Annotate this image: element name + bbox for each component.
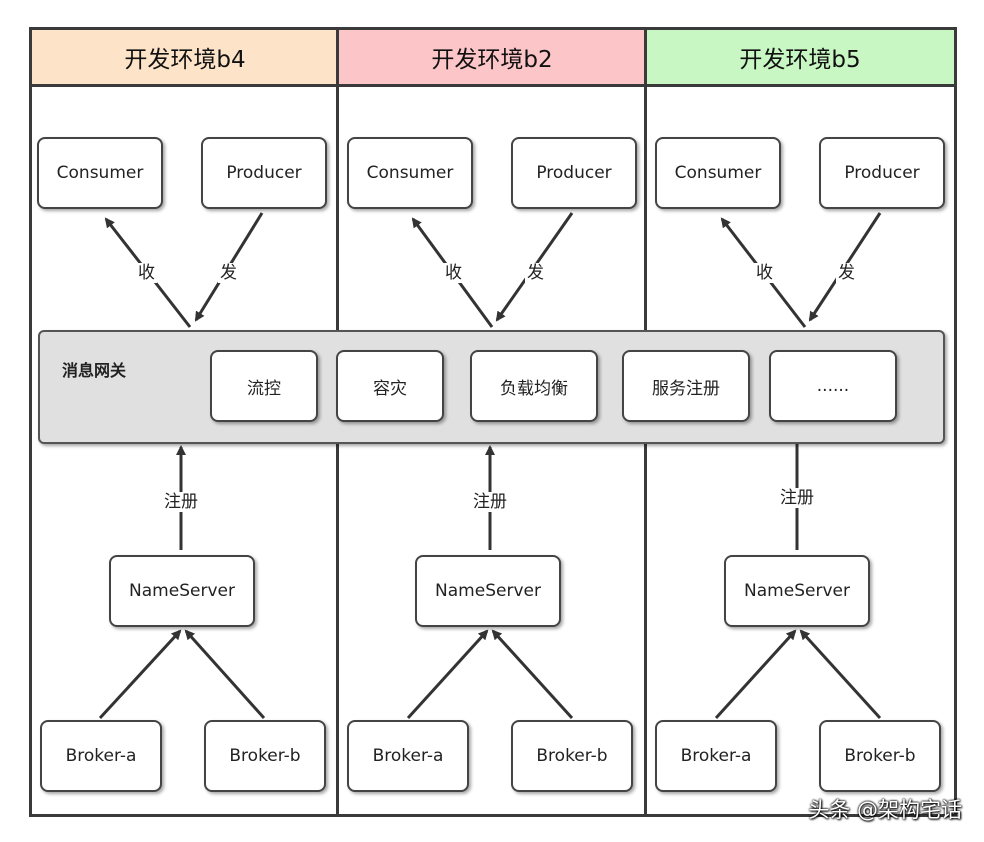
label-receive-b2: 收 xyxy=(443,263,464,283)
arrow-broker-b-b5 xyxy=(799,629,882,720)
feature-more: ...... xyxy=(769,350,897,422)
arrow-broker-b-b2 xyxy=(491,629,574,720)
gateway-title: 消息网关 xyxy=(62,361,127,380)
label-receive-b5: 收 xyxy=(754,263,775,283)
broker-b-node-b5: Broker-b xyxy=(819,720,941,792)
consumer-node-b2: Consumer xyxy=(347,137,473,209)
broker-b-node-b2: Broker-b xyxy=(511,720,633,792)
env-header-b2: 开发环境b2 xyxy=(338,30,646,87)
label-send-b4: 发 xyxy=(218,263,239,283)
arrow-broker-a-b5 xyxy=(714,629,797,720)
arrow-broker-b-b4 xyxy=(184,629,266,720)
consumer-node-b4: Consumer xyxy=(37,137,163,209)
label-send-b2: 发 xyxy=(525,263,546,283)
nameserver-node-b2: NameServer xyxy=(415,555,561,627)
feature-service-registry: 服务注册 xyxy=(622,350,750,422)
consumer-node-b5: Consumer xyxy=(655,137,781,209)
broker-b-node-b4: Broker-b xyxy=(204,720,326,792)
broker-a-node-b5: Broker-a xyxy=(655,720,777,792)
label-register-b2: 注册 xyxy=(471,492,509,512)
nameserver-node-b5: NameServer xyxy=(724,555,870,627)
feature-disaster-recovery: 容灾 xyxy=(336,350,444,422)
label-receive-b4: 收 xyxy=(136,263,157,283)
feature-load-balancing: 负载均衡 xyxy=(470,350,598,422)
arrow-broker-a-b4 xyxy=(98,629,182,720)
broker-a-node-b2: Broker-a xyxy=(347,720,469,792)
feature-flow-control: 流控 xyxy=(210,350,318,422)
diagram-frame xyxy=(29,27,957,817)
producer-node-b5: Producer xyxy=(819,137,945,209)
env-header-b4: 开发环境b4 xyxy=(32,30,338,87)
producer-node-b2: Producer xyxy=(511,137,637,209)
arrow-broker-a-b2 xyxy=(406,629,489,720)
label-send-b5: 发 xyxy=(836,263,857,283)
producer-node-b4: Producer xyxy=(201,137,327,209)
label-register-b4: 注册 xyxy=(162,492,200,512)
nameserver-node-b4: NameServer xyxy=(109,555,255,627)
watermark: 头条 @架构宅话 xyxy=(808,798,962,822)
broker-a-node-b4: Broker-a xyxy=(40,720,162,792)
label-register-b5: 注册 xyxy=(778,488,816,508)
env-header-b5: 开发环境b5 xyxy=(646,30,954,87)
